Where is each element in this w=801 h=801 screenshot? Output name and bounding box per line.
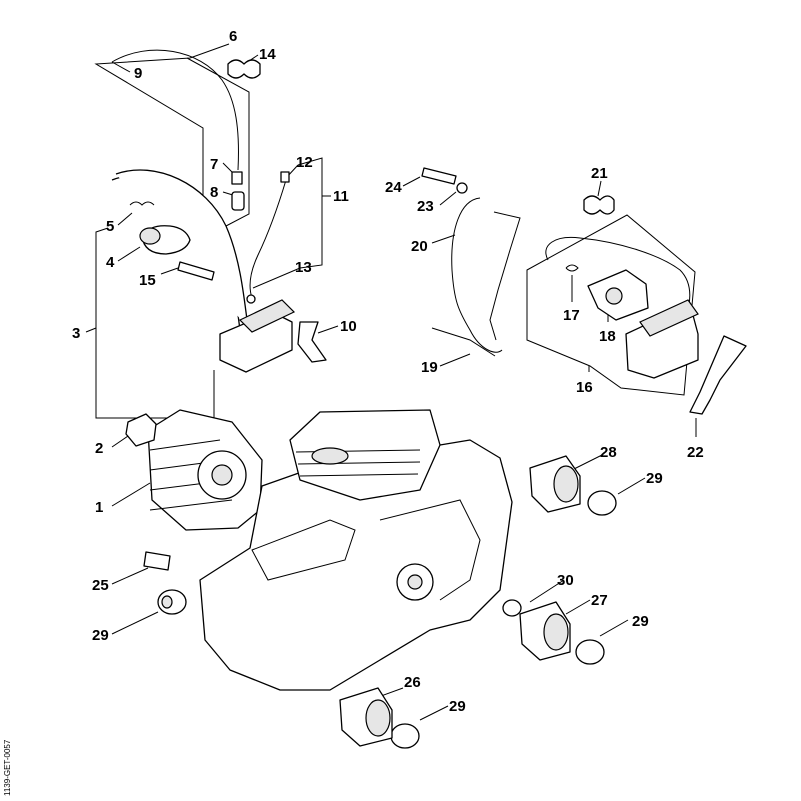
callout-1: 1 (95, 499, 103, 516)
callout-30: 30 (557, 572, 574, 589)
callout-6: 6 (229, 28, 237, 45)
callout-20: 20 (411, 238, 428, 255)
callout-15: 15 (139, 272, 156, 289)
callout-7: 7 (210, 156, 218, 173)
wire-harness (451, 197, 503, 353)
callout-10: 10 (340, 318, 357, 335)
callout-29-d: 29 (449, 698, 466, 715)
lead-terminal (231, 171, 243, 185)
callout-18: 18 (599, 328, 616, 345)
spark-plug-boot (231, 191, 245, 211)
callout-12: 12 (296, 154, 313, 171)
grommet (227, 59, 261, 79)
screw (177, 261, 215, 281)
ignition-lead (111, 49, 239, 171)
cylinder (289, 409, 441, 501)
drawing-reference-code: 1139-GET-0057 (1, 730, 15, 798)
callout-25: 25 (92, 577, 109, 594)
leader-lines (85, 43, 697, 721)
callout-14: 14 (259, 46, 276, 63)
callout-16: 16 (576, 379, 593, 396)
callout-28: 28 (600, 444, 617, 461)
callout-21: 21 (591, 165, 608, 182)
callout-13: 13 (295, 259, 312, 276)
callout-5: 5 (106, 218, 114, 235)
spring-clip (297, 321, 327, 363)
callout-3: 3 (72, 325, 80, 342)
callout-27: 27 (591, 592, 608, 609)
callout-4: 4 (106, 254, 115, 271)
callout-9: 9 (134, 65, 142, 82)
callout-26: 26 (404, 674, 421, 691)
short-circuit-wire (249, 179, 287, 299)
callout-8: 8 (210, 184, 218, 201)
connecting-wire (431, 327, 496, 357)
callout-29-b: 29 (92, 627, 109, 644)
callout-29-c: 29 (632, 613, 649, 630)
callouts: 1 2 3 4 5 6 7 8 9 10 11 12 13 14 15 16 1… (72, 28, 704, 715)
callout-11: 11 (333, 188, 349, 205)
callout-23: 23 (417, 198, 434, 215)
callout-29-a: 29 (646, 470, 663, 487)
callout-24: 24 (385, 179, 402, 196)
callout-17: 17 (563, 307, 580, 324)
callout-22: 22 (687, 444, 704, 461)
nut (125, 413, 157, 447)
callout-19: 19 (421, 359, 438, 376)
bracket (689, 335, 747, 415)
callout-2: 2 (95, 440, 103, 457)
reference-code-text: 1139-GET-0057 (3, 739, 12, 796)
parts (111, 49, 747, 749)
